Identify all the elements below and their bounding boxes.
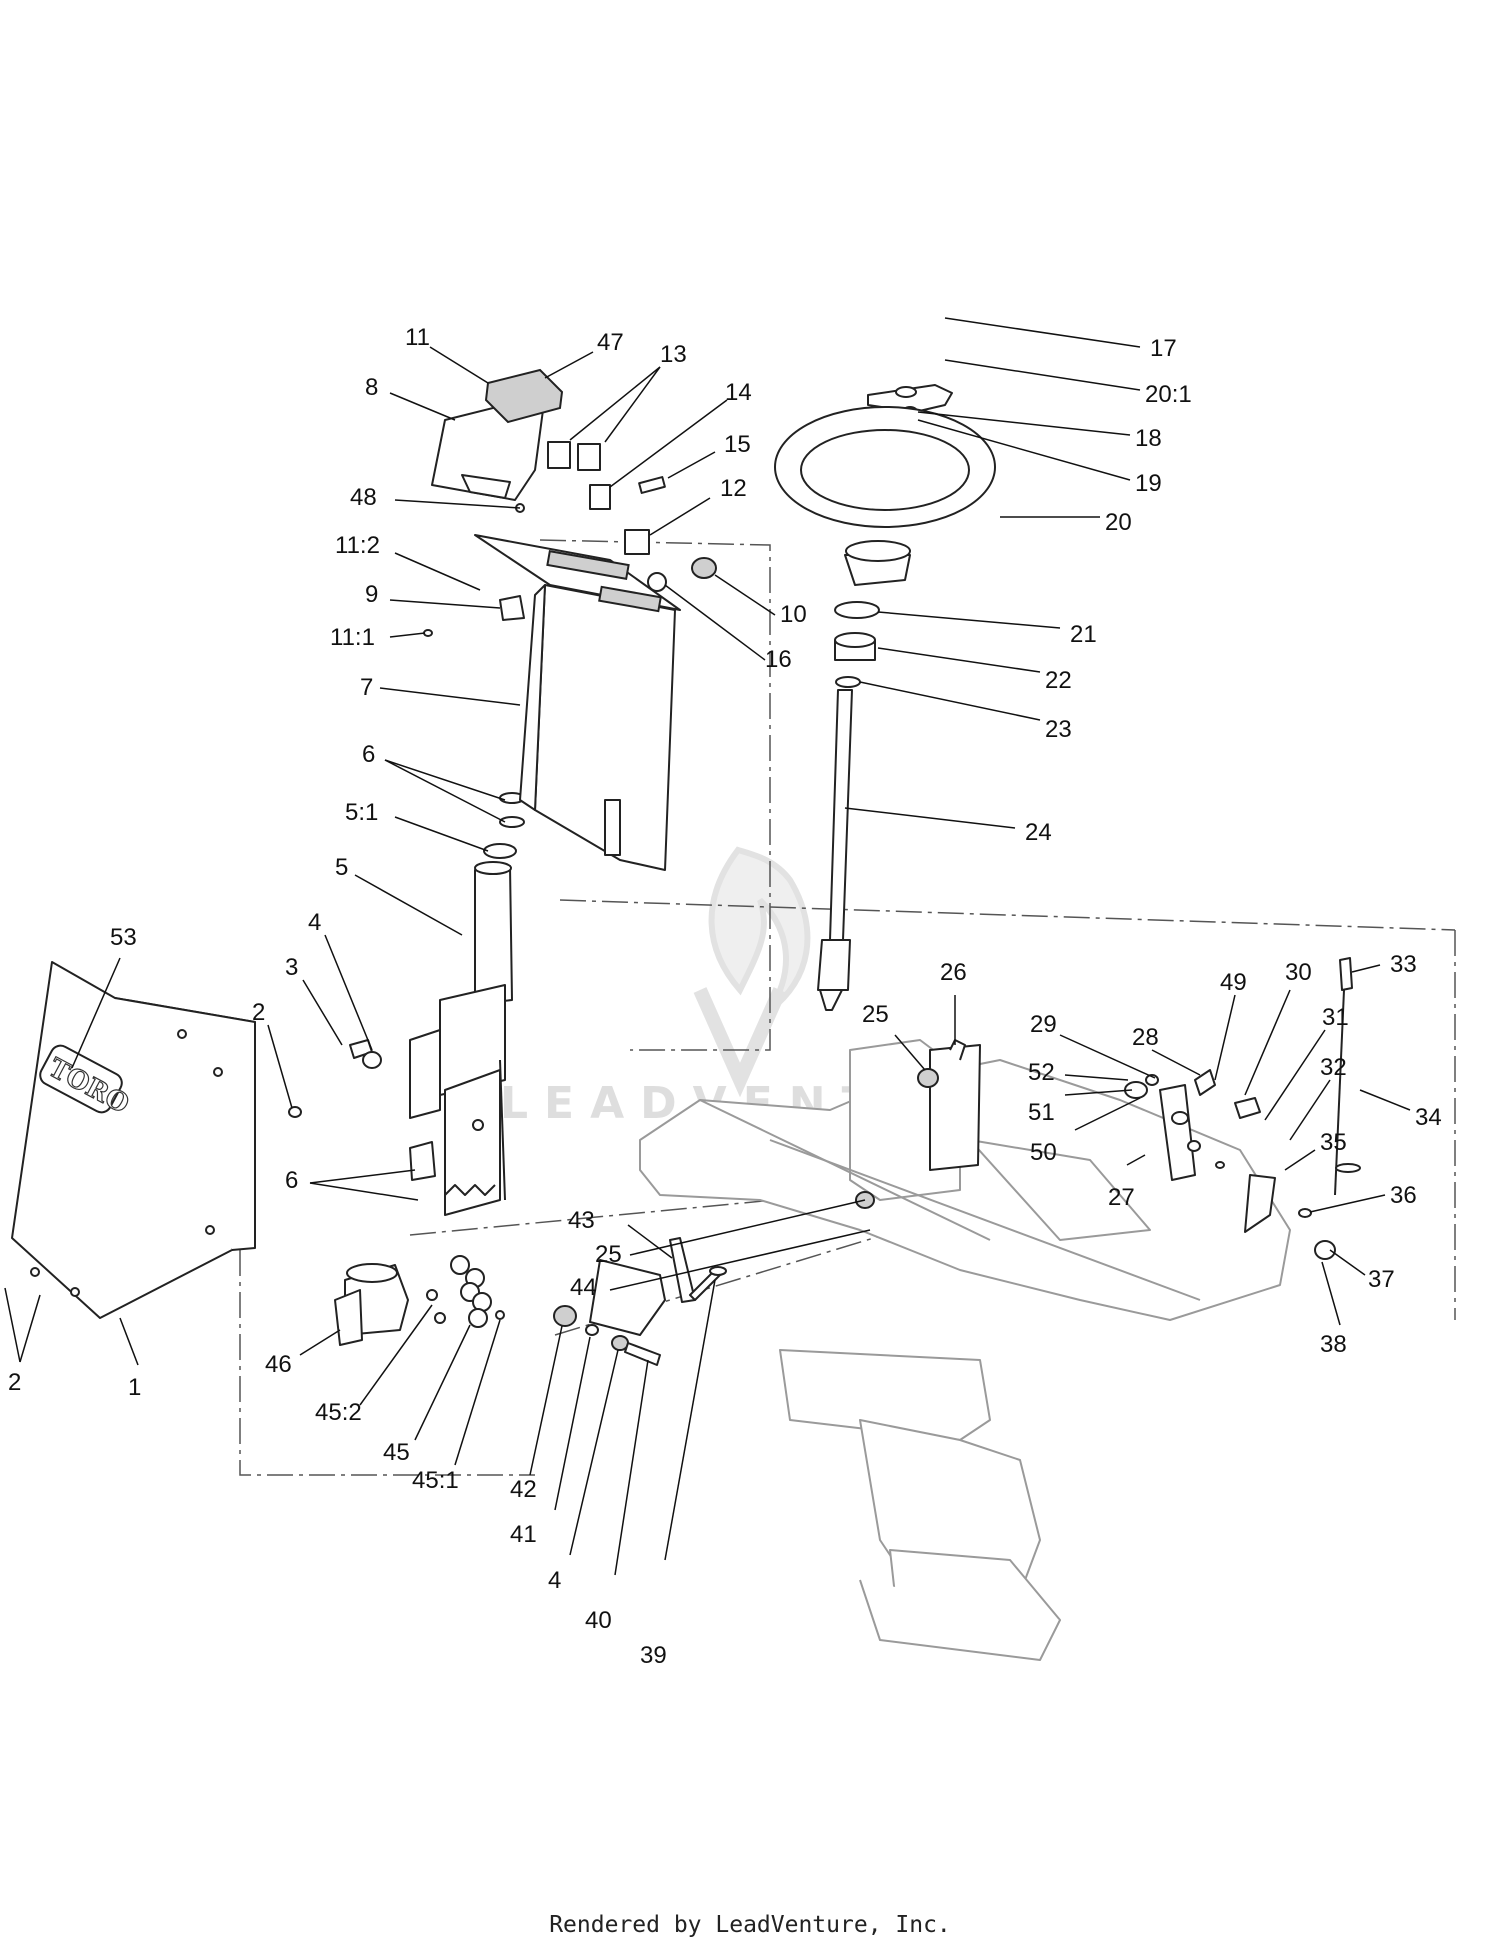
callout-9: 9	[365, 581, 378, 608]
callout-2-top: 2	[252, 999, 265, 1026]
callout-19: 19	[1135, 470, 1162, 497]
callout-10: 10	[780, 601, 807, 628]
control-panel	[474, 534, 681, 871]
callout-13: 13	[660, 341, 687, 368]
toro-logo	[39, 1044, 123, 1114]
callout-45: 45	[383, 1439, 410, 1466]
callout-23: 23	[1045, 716, 1072, 743]
callout-34: 34	[1415, 1104, 1442, 1131]
callout-45-2: 45:2	[315, 1399, 362, 1426]
callout-52: 52	[1028, 1059, 1055, 1086]
callout-46: 46	[265, 1351, 292, 1378]
callout-2-bottom: 2	[8, 1369, 21, 1396]
callout-47: 47	[597, 329, 624, 356]
callout-32: 32	[1320, 1054, 1347, 1081]
callout-17: 17	[1150, 335, 1177, 362]
callout-53: 53	[110, 924, 137, 951]
callout-7: 7	[360, 674, 373, 701]
callout-15: 15	[724, 431, 751, 458]
callout-27: 27	[1108, 1184, 1135, 1211]
callout-26: 26	[940, 959, 967, 986]
callout-43: 43	[568, 1207, 595, 1234]
callout-16: 16	[765, 646, 792, 673]
callout-39: 39	[640, 1642, 667, 1669]
callout-38: 38	[1320, 1331, 1347, 1358]
callout-31: 31	[1322, 1004, 1349, 1031]
callout-36: 36	[1390, 1182, 1417, 1209]
callout-20-1: 20:1	[1145, 381, 1192, 408]
callout-51: 51	[1028, 1099, 1055, 1126]
callout-20: 20	[1105, 509, 1132, 536]
callout-25-top: 25	[862, 1001, 889, 1028]
callout-45-1: 45:1	[412, 1467, 459, 1494]
callout-48: 48	[350, 484, 377, 511]
callout-29: 29	[1030, 1011, 1057, 1038]
callout-8: 8	[365, 374, 378, 401]
callout-3: 3	[285, 954, 298, 981]
callout-40: 40	[585, 1607, 612, 1634]
callout-25-bottom: 25	[595, 1241, 622, 1268]
callout-33: 33	[1390, 951, 1417, 978]
callout-41: 41	[510, 1521, 537, 1548]
callout-6-top: 6	[362, 741, 375, 768]
callout-4-bottom: 4	[548, 1567, 561, 1594]
steering-motor	[334, 1255, 505, 1346]
callout-22: 22	[1045, 667, 1072, 694]
callout-21: 21	[1070, 621, 1097, 648]
watermark-flame-icon	[708, 846, 811, 1013]
steering-column-mount	[409, 792, 525, 1216]
callout-11-2: 11:2	[335, 532, 380, 559]
callout-11-1: 11:1	[330, 624, 375, 651]
brake-linkage	[1124, 957, 1361, 1260]
callout-18: 18	[1135, 425, 1162, 452]
frame-chassis	[639, 1039, 1291, 1661]
callouts: 11 47 13 8 14 15 12 48 11:2 9 10 16 11:1…	[4, 317, 1442, 1669]
callout-5-1: 5:1	[345, 799, 378, 826]
footer-credit: Rendered by LeadVenture, Inc.	[549, 1912, 951, 1938]
callout-14: 14	[725, 379, 752, 406]
callout-5: 5	[335, 854, 348, 881]
knob	[484, 368, 564, 424]
front-shroud: TORO	[11, 961, 256, 1319]
steering-wheel-assembly	[774, 384, 996, 1011]
callout-37: 37	[1368, 1266, 1395, 1293]
switches	[423, 441, 717, 637]
callout-6-bottom: 6	[285, 1167, 298, 1194]
cover	[431, 394, 546, 501]
watermark-chevron-icon	[693, 987, 787, 1098]
callout-30: 30	[1285, 959, 1312, 986]
callout-35: 35	[1320, 1129, 1347, 1156]
callout-42: 42	[510, 1476, 537, 1503]
callout-4-top: 4	[308, 909, 321, 936]
callout-44: 44	[570, 1274, 597, 1301]
callout-24: 24	[1025, 819, 1052, 846]
lower-pivot	[553, 1237, 727, 1366]
callout-1: 1	[128, 1374, 141, 1401]
callout-50: 50	[1030, 1139, 1057, 1166]
callout-49: 49	[1220, 969, 1247, 996]
callout-28: 28	[1132, 1024, 1159, 1051]
callout-12: 12	[720, 475, 747, 502]
callout-11: 11	[405, 324, 430, 351]
